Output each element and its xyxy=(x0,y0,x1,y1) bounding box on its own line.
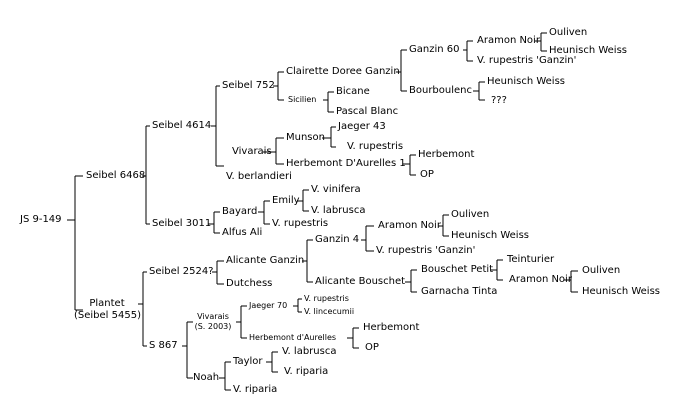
node-js-9-149: JS 9-149 xyxy=(20,214,62,225)
node-seibel-752: Seibel 752 xyxy=(222,80,275,91)
node-plantet-synonym: (Seibel 5455) xyxy=(74,310,141,321)
node-dutchess: Dutchess xyxy=(226,278,273,289)
node-heunisch-weiss-1: Heunisch Weiss xyxy=(549,45,628,56)
node-seibel-3011: Seibel 3011 xyxy=(152,218,212,229)
node-pascal-blanc: Pascal Blanc xyxy=(336,106,399,117)
node-emily: Emily xyxy=(272,195,300,206)
node-v-rupestris-1: V. rupestris xyxy=(347,141,404,152)
node-aramon-noir-3: Aramon Noir xyxy=(509,274,572,285)
node-alfus-ali: Alfus Ali xyxy=(222,227,263,238)
node-op-1: OP xyxy=(420,169,434,180)
node-herbemont-2: Herbemont xyxy=(363,322,420,333)
node-herbemont-daurelles-2: Herbemont d'Aurelles xyxy=(249,333,337,342)
node-garnacha-tinta: Garnacha Tinta xyxy=(421,286,498,297)
node-alicante-ganzin: Alicante Ganzin xyxy=(226,255,305,266)
node-plantet: Plantet (Seibel 5455) xyxy=(74,298,141,322)
node-taylor: Taylor xyxy=(233,356,263,367)
node-seibel-6468: Seibel 6468 xyxy=(86,170,146,181)
node-vivarais-1: Vivarais xyxy=(232,146,272,157)
node-ouliven-3: Ouliven xyxy=(582,265,621,276)
node-s-867: S 867 xyxy=(149,340,178,351)
node-clairette-doree-ganzin: Clairette Doree Ganzin xyxy=(286,66,400,77)
node-ganzin-60: Ganzin 60 xyxy=(409,44,460,55)
node-v-berlandieri: V. berlandieri xyxy=(226,171,292,182)
node-v-vinifera: V. vinifera xyxy=(311,184,361,195)
node-vivarais-2-name: Vivarais xyxy=(197,312,229,321)
node-plantet-name: Plantet xyxy=(89,298,125,309)
node-teinturier: Teinturier xyxy=(507,254,555,265)
node-aramon-noir-2: Aramon Noir xyxy=(378,220,441,231)
node-op-2: OP xyxy=(365,342,379,353)
node-jaeger-43: Jaeger 43 xyxy=(338,121,386,132)
node-herbemont-daurelles-1: Herbemont D'Aurelles 1 xyxy=(286,158,406,169)
node-heunisch-weiss-4: Heunisch Weiss xyxy=(582,286,661,297)
node-noah: Noah xyxy=(193,372,220,383)
node-unknown-parent: ??? xyxy=(491,95,507,106)
node-ouliven-2: Ouliven xyxy=(451,209,490,220)
node-jaeger-70: Jaeger 70 xyxy=(249,301,288,310)
node-v-rupestris-3: V. rupestris xyxy=(304,294,349,303)
node-seibel-2524: Seibel 2524? xyxy=(149,266,214,277)
node-v-rupestris-ganzin-1: V. rupestris 'Ganzin' xyxy=(477,55,577,66)
node-v-rupestris-ganzin-2: V. rupestris 'Ganzin' xyxy=(376,245,476,256)
node-v-lincecumii: V. lincecumii xyxy=(304,307,355,316)
node-alicante-bouschet: Alicante Bouschet xyxy=(315,276,406,287)
node-heunisch-weiss-3: Heunisch Weiss xyxy=(451,230,530,241)
node-heunisch-weiss-2: Heunisch Weiss xyxy=(487,76,566,87)
node-vivarais-2: Vivarais (S. 2003) xyxy=(191,312,235,332)
node-sicilien: Sicilien xyxy=(288,95,317,104)
node-v-labrusca-1: V. labrusca xyxy=(311,205,366,216)
node-ouliven-1: Ouliven xyxy=(549,27,588,38)
node-v-rupestris-2: V. rupestris xyxy=(272,218,329,229)
node-v-labrusca-2: V. labrusca xyxy=(282,346,337,357)
node-v-riparia-1: V. riparia xyxy=(233,384,278,395)
node-herbemont-1: Herbemont xyxy=(418,149,475,160)
node-v-riparia-2: V. riparia xyxy=(284,366,329,377)
node-ganzin-4: Ganzin 4 xyxy=(315,234,360,245)
node-vivarais-2-synonym: (S. 2003) xyxy=(194,322,232,331)
node-bouschet-petit: Bouschet Petit xyxy=(421,264,494,275)
node-bayard: Bayard xyxy=(222,206,258,217)
node-bourboulenc: Bourboulenc xyxy=(409,85,472,96)
node-seibel-4614: Seibel 4614 xyxy=(152,120,212,131)
node-bicane: Bicane xyxy=(336,86,370,97)
node-aramon-noir-1: Aramon Noir xyxy=(477,35,540,46)
node-munson: Munson xyxy=(286,132,325,143)
